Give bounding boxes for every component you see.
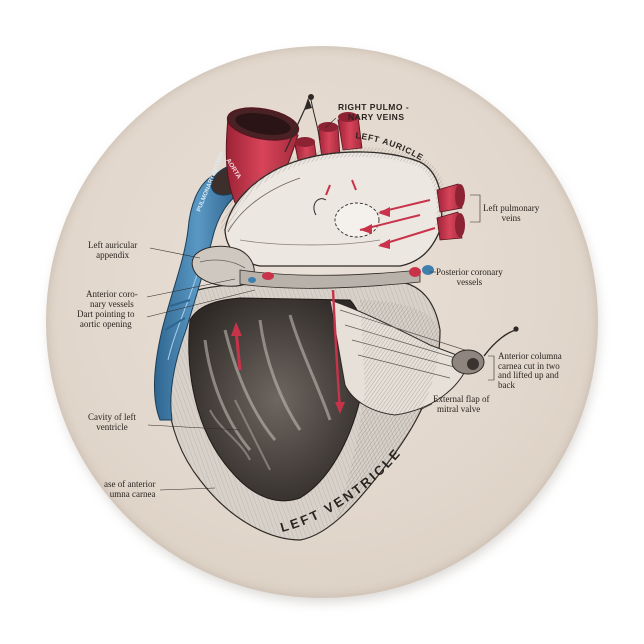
round-plate: LEFT AURICLE LEFT VENTRICLE AORTA PULMON… — [46, 46, 598, 598]
left-pulmonary-veins — [436, 183, 465, 241]
coronary-band — [239, 269, 421, 289]
left-pulmonary-veins-label: Left pulmonary veins — [483, 203, 540, 223]
cavity-left-ventricle-label: Cavity of left ventricle — [88, 412, 136, 432]
heart-illustration: LEFT AURICLE LEFT VENTRICLE AORTA PULMON… — [146, 94, 519, 541]
left-auricular-appendix-label: Left auricular appendix — [88, 240, 138, 260]
pulmonary-artery — [153, 175, 244, 421]
external-flap-mitral-label: External flap of mitral valve — [433, 394, 490, 414]
leader-lines — [146, 117, 495, 491]
base-anterior-columna-label: ase of anterior umna carnea — [104, 479, 156, 499]
ventricle-cavity — [188, 297, 367, 502]
right-pulmonary-veins-label: RIGHT PULMO - NARY VEINS — [338, 102, 410, 122]
anterior-coronary-vessels-label: Anterior coro- nary vessels — [86, 289, 138, 309]
anterior-columna-carnea-label: Anterior columna carnea cut in two and l… — [498, 351, 562, 390]
dart-aortic-opening-label: Dart pointing to aortic opening — [77, 309, 135, 329]
posterior-coronary-vessels-label: Posterior coronary vessels — [436, 267, 503, 287]
